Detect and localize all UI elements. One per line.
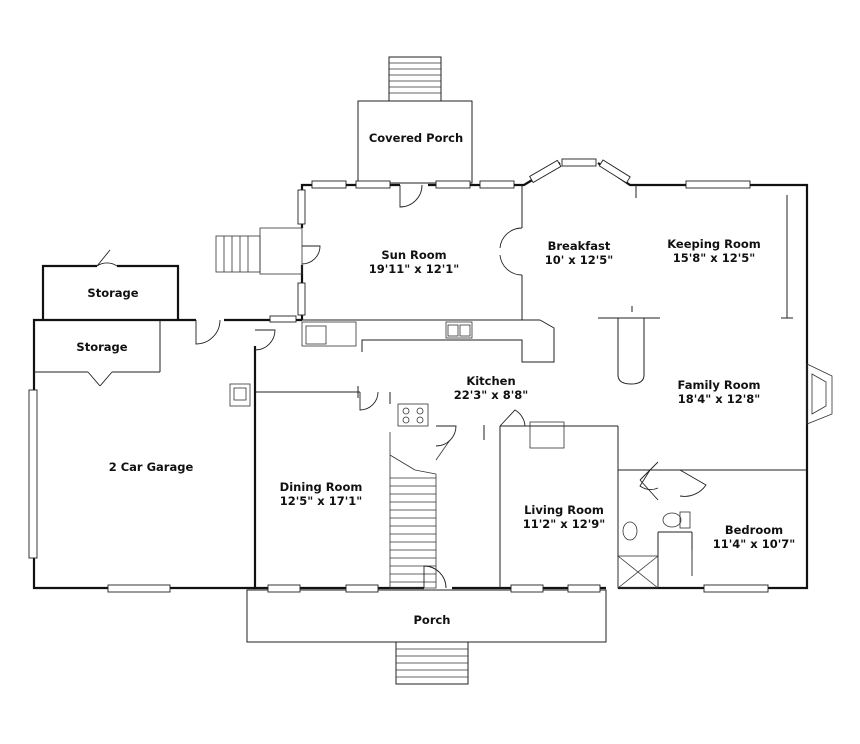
kitchen-island	[617, 317, 645, 385]
label-kitchen: Kitchen 22'3" x 8'8"	[454, 374, 528, 402]
doors	[87, 184, 707, 589]
label-bedroom: Bedroom 11'4" x 10'7"	[713, 523, 795, 551]
breakfast-size: 10' x 12'5"	[544, 253, 614, 267]
label-dining-room: Dining Room 12'5" x 17'1"	[280, 480, 363, 508]
label-keeping-room: Keeping Room 15'8" x 12'5"	[667, 237, 761, 265]
label-storage-lower: Storage	[76, 340, 128, 354]
label-porch: Porch	[413, 613, 451, 627]
dining-room-name: Dining Room	[279, 480, 363, 494]
label-sun-room: Sun Room 19'11" x 12'1"	[369, 248, 459, 276]
family-room-size: 18'4" x 12'8"	[677, 392, 761, 406]
keeping-room-size: 15'8" x 12'5"	[672, 251, 756, 265]
bedroom-name: Bedroom	[724, 523, 784, 537]
fixtures	[229, 321, 833, 589]
breakfast-name: Breakfast	[547, 239, 611, 253]
side-steps	[215, 227, 303, 275]
living-room-name: Living Room	[524, 503, 604, 517]
label-family-room: Family Room 18'4" x 12'8"	[678, 378, 761, 406]
front-porch-structure	[246, 589, 607, 685]
label-covered-porch: Covered Porch	[368, 131, 464, 145]
label-garage: 2 Car Garage	[108, 460, 194, 474]
kitchen-size: 22'3" x 8'8"	[453, 388, 529, 402]
label-breakfast: Breakfast 10' x 12'5"	[545, 239, 613, 267]
kitchen-name: Kitchen	[466, 374, 516, 388]
label-living-room: Living Room 11'2" x 12'9"	[523, 503, 605, 531]
keeping-room-name: Keeping Room	[667, 237, 761, 251]
interior-stairs	[389, 432, 451, 589]
label-storage-upper: Storage	[87, 286, 139, 300]
covered-porch-structure	[357, 56, 473, 184]
dining-room-size: 12'5" x 17'1"	[279, 494, 363, 508]
living-room-size: 11'2" x 12'9"	[522, 517, 606, 531]
exterior-walls	[32, 162, 809, 590]
sun-room-size: 19'11" x 12'1"	[368, 262, 460, 276]
windows	[28, 158, 769, 593]
family-room-name: Family Room	[677, 378, 761, 392]
sun-room-name: Sun Room	[381, 248, 447, 262]
bedroom-size: 11'4" x 10'7"	[712, 537, 796, 551]
